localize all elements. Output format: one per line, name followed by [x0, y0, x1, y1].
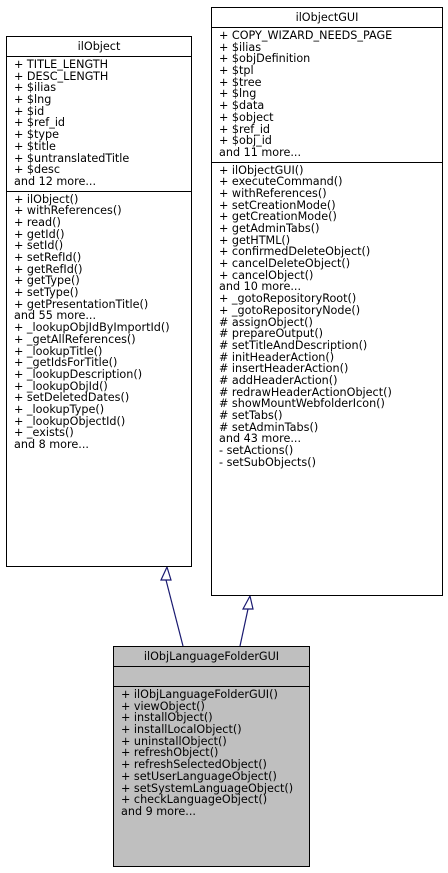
class-member: + DESC_LENGTH [14, 69, 109, 83]
class-member: + setDeletedDates() [14, 391, 130, 405]
class-member: + $ref_id [219, 122, 271, 136]
class-member: + setType() [14, 286, 79, 300]
edge-ilObjLanguageFolderGUI-to-ilObjectGUI [239, 608, 249, 647]
more-members-label: and 8 more... [14, 438, 89, 451]
class-member: + _gotoRepositoryRoot() [219, 292, 357, 306]
class-member: + $type [14, 128, 60, 142]
class-member: + getType() [14, 274, 80, 288]
class-member: + viewObject() [121, 699, 205, 713]
class-member: + _lookupObjId() [14, 379, 108, 393]
attributes-section: + TITLE_LENGTH+ DESC_LENGTH+ $ilias+ $ln… [7, 57, 191, 192]
class-member: + read() [14, 215, 61, 229]
class-member: + getCreationMode() [219, 210, 337, 224]
class-member: + $ref_id [14, 116, 66, 130]
class-member: + installLocalObject() [121, 723, 242, 737]
class-member: + $tree [219, 75, 262, 89]
class-member: + $tpl [219, 64, 254, 78]
class-member: + cancelDeleteObject() [219, 257, 351, 271]
class-member: - setActions() [219, 444, 294, 458]
class-ilObjLanguageFolderGUI[interactable]: ilObjLanguageFolderGUI + ilObjLanguageFo… [113, 646, 310, 867]
class-member: + ilObjectGUI() [219, 163, 304, 177]
more-members-label: and 11 more... [219, 145, 302, 159]
class-member: # showMountWebfolderIcon() [219, 397, 385, 411]
class-member: + refreshObject() [121, 746, 219, 760]
class-member: + _exists() [14, 426, 74, 440]
class-member: + _getAllReferences() [14, 332, 136, 346]
class-member: + executeCommand() [219, 175, 343, 189]
class-member: + $data [219, 99, 265, 113]
class-member: + $ilias [219, 40, 262, 54]
class-member: - setSubObjects() [219, 455, 316, 469]
class-member: + $title [14, 139, 56, 153]
class-member: + $id [14, 104, 45, 118]
class-member: + _lookupTitle() [14, 344, 103, 358]
class-member: + ilObject() [14, 192, 79, 206]
class-member: + getAdminTabs() [219, 222, 320, 235]
class-member: # addHeaderAction() [219, 373, 338, 387]
class-ilObject[interactable]: ilObject + TITLE_LENGTH+ DESC_LENGTH+ $i… [6, 36, 192, 567]
attributes-section-empty [114, 667, 309, 687]
class-member: + checkLanguageObject() [121, 793, 268, 807]
methods-section: + ilObject()+ withReferences()+ read()+ … [7, 192, 191, 454]
class-member: + refreshSelectedObject() [121, 758, 267, 772]
class-member: # prepareOutput() [219, 327, 324, 341]
class-member: + getId() [14, 227, 65, 241]
class-member: + getRefId() [14, 262, 83, 276]
class-member: + ilObjLanguageFolderGUI() [121, 688, 278, 701]
class-member: + setCreationMode() [219, 198, 336, 212]
more-members-label: and 10 more... [219, 280, 302, 294]
class-member: + $object [219, 110, 274, 124]
class-member: + COPY_WIZARD_NEEDS_PAGE [219, 29, 393, 42]
class-member: + withReferences() [14, 204, 122, 218]
class-ilObjectGUI[interactable]: ilObjectGUI + COPY_WIZARD_NEEDS_PAGE+ $i… [211, 7, 443, 596]
more-members-label: and 9 more... [121, 804, 196, 818]
class-member: + confirmedDeleteObject() [219, 245, 371, 259]
class-title: ilObjectGUI [212, 8, 442, 28]
methods-section: + ilObjectGUI()+ executeCommand()+ withR… [212, 163, 442, 472]
class-member: + getHTML() [219, 233, 291, 247]
class-title: ilObjLanguageFolderGUI [114, 647, 309, 667]
attributes-section: + COPY_WIZARD_NEEDS_PAGE+ $ilias+ $objDe… [212, 28, 442, 163]
edge-arrowhead-ilObjectGUI [241, 594, 254, 610]
class-member: + $desc [14, 163, 61, 177]
class-member: + $obj_id [219, 134, 272, 148]
class-member: + $untranslatedTitle [14, 151, 130, 165]
class-member: # redrawHeaderActionObject() [219, 385, 392, 399]
class-member: + withReferences() [219, 186, 327, 200]
class-member: # setTabs() [219, 409, 283, 422]
class-title: ilObject [7, 37, 191, 57]
class-member: + setSystemLanguageObject() [121, 781, 294, 795]
class-member: # insertHeaderAction() [219, 362, 349, 376]
class-member: # assignObject() [219, 315, 313, 329]
class-member: # initHeaderAction() [219, 350, 335, 364]
class-member: + TITLE_LENGTH [14, 58, 108, 71]
methods-section: + ilObjLanguageFolderGUI()+ viewObject()… [114, 687, 309, 821]
class-member: # setTitleAndDescription() [219, 338, 368, 352]
class-member: + cancelObject() [219, 268, 314, 282]
class-member: + _lookupType() [14, 402, 105, 416]
more-members-label: and 12 more... [14, 174, 97, 188]
edge-arrowhead-ilObject [160, 565, 172, 581]
class-member: + _gotoRepositoryNode() [219, 303, 361, 317]
class-member: # setAdminTabs() [219, 420, 319, 434]
class-member: + _getIdsForTitle() [14, 356, 118, 370]
class-member: + _lookupDescription() [14, 367, 143, 381]
class-member: + setUserLanguageObject() [121, 769, 277, 783]
more-members-label: and 55 more... [14, 309, 97, 323]
edge-ilObjLanguageFolderGUI-to-ilObject [165, 579, 184, 647]
class-member: + $lng [14, 93, 52, 107]
class-member: + $objDefinition [219, 52, 311, 66]
class-member: + $ilias [14, 81, 57, 95]
class-member: + setId() [14, 239, 64, 253]
class-member: + $lng [219, 87, 257, 101]
class-member: + _lookupObjIdByImportId() [14, 321, 170, 335]
class-member: + setRefId() [14, 251, 82, 264]
class-member: + installObject() [121, 711, 213, 725]
class-member: + _lookupObjectId() [14, 414, 126, 428]
class-member: + getPresentationTitle() [14, 297, 149, 311]
more-members-label: and 43 more... [219, 432, 302, 446]
class-member: + uninstallObject() [121, 734, 227, 748]
